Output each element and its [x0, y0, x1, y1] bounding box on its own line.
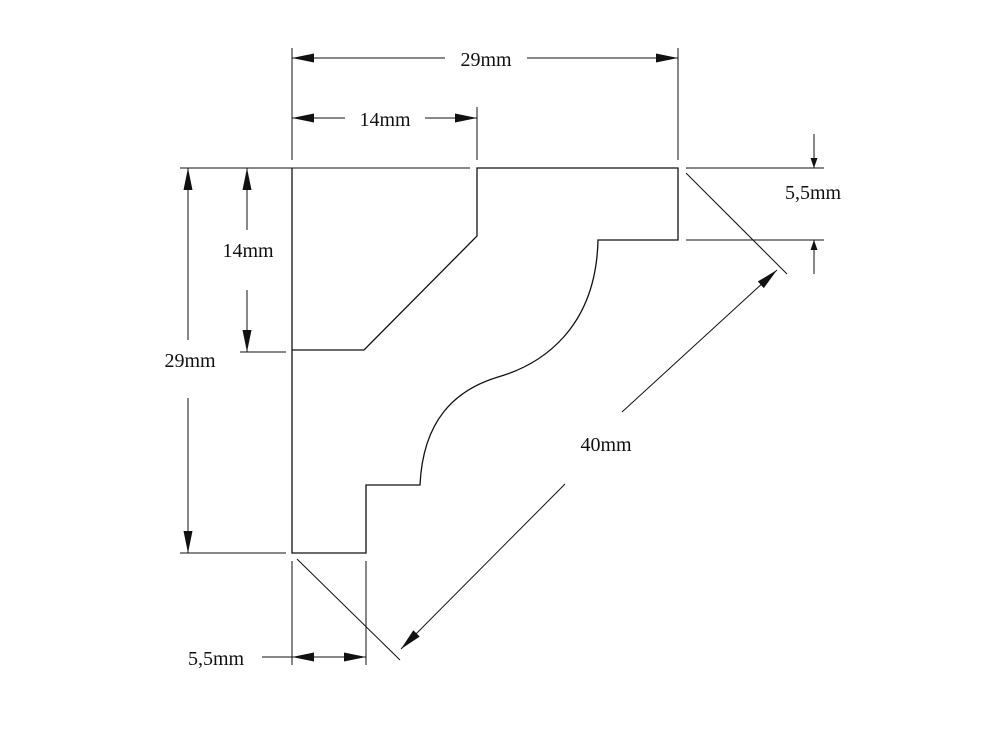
- extension-lines: [180, 48, 824, 665]
- dim-diagonal-upper: [621, 269, 778, 413]
- profile-outline: [291, 167, 679, 554]
- dim-diagonal-lower: [400, 483, 566, 650]
- dimension-lines: [183, 53, 818, 662]
- label-left-height: 29mm: [164, 350, 216, 372]
- label-left-inner-height: 14mm: [222, 240, 274, 262]
- label-diagonal: 40mm: [580, 434, 632, 456]
- label-top-width: 29mm: [460, 49, 512, 71]
- ext-diag-top: [685, 172, 788, 275]
- label-top-inner-width: 14mm: [359, 109, 411, 131]
- label-bottom-lip: 5,5mm: [188, 648, 245, 670]
- ext-diag-bottom: [296, 558, 401, 661]
- label-right-lip: 5,5mm: [785, 182, 842, 204]
